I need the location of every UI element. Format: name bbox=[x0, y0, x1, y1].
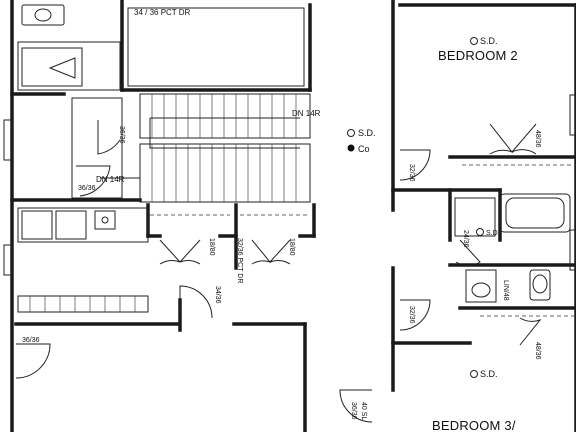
door-swing bbox=[519, 317, 542, 346]
sd-label-bath: S.D. bbox=[486, 230, 500, 237]
smoke-detector-icon bbox=[470, 37, 478, 45]
door-label-bottom-hall-b: 40 SL bbox=[360, 402, 367, 420]
door-swing bbox=[269, 239, 291, 265]
door-swing bbox=[399, 149, 431, 181]
door-label-top-pocket: 34 / 36 PCT DR bbox=[134, 8, 191, 17]
door-swing bbox=[489, 123, 514, 155]
room-label-bedroom2: BEDROOM 2 bbox=[438, 48, 518, 63]
sd-label-hall: S.D. bbox=[358, 128, 376, 138]
co-detector-icon bbox=[347, 144, 355, 152]
door-label-garage: 36/36 bbox=[22, 337, 40, 344]
door-label-stair: 36/36 bbox=[78, 185, 96, 192]
door-label-pocket: 32/36 PCT DR bbox=[236, 238, 243, 283]
window bbox=[3, 244, 13, 276]
counter bbox=[17, 207, 149, 243]
door-swing bbox=[15, 343, 51, 379]
toilet-fixture bbox=[529, 269, 551, 301]
door-swing bbox=[399, 299, 431, 331]
door-swing bbox=[511, 123, 537, 155]
stair-label-lower: DN 14R bbox=[96, 175, 125, 184]
room-label-bedroom3: BEDROOM 3/ bbox=[432, 418, 516, 432]
door-swing bbox=[97, 120, 121, 155]
stairs bbox=[100, 93, 311, 203]
door-label-bed3-left: 32/36 bbox=[408, 306, 415, 324]
smoke-detector-icon bbox=[347, 129, 355, 137]
walls bbox=[10, 0, 576, 432]
window bbox=[3, 119, 13, 161]
sd-label-bedroom3: S.D. bbox=[480, 369, 498, 379]
smoke-detector-icon bbox=[470, 370, 478, 378]
labels: BEDROOM 2 BEDROOM 3/ S.D. S.D. Co S.D. S… bbox=[22, 8, 541, 432]
doors bbox=[15, 120, 542, 423]
door-label-bed3-closet: 48/36 bbox=[534, 342, 541, 360]
door-label-hall-closet: 36/36 bbox=[118, 126, 125, 144]
door-swing bbox=[455, 239, 481, 266]
bathtub-fixture bbox=[499, 193, 571, 233]
window bbox=[569, 229, 576, 271]
door-label-linen2: 18/80 bbox=[288, 238, 295, 256]
door-label-bath-lin: LIN/48 bbox=[502, 280, 509, 301]
door-label-hall-door: 34/36 bbox=[214, 286, 221, 304]
door-label-bed2-closet: 48/36 bbox=[534, 130, 541, 148]
detector-symbols bbox=[347, 37, 484, 378]
door-label-bed2-left: 32/36 bbox=[408, 164, 415, 182]
vanity bbox=[465, 269, 497, 303]
stair-label-upper: DN 14R bbox=[292, 109, 321, 118]
door-label-bottom-hall: 36/36 bbox=[350, 402, 357, 420]
window bbox=[569, 94, 576, 136]
co-label-hall: Co bbox=[358, 144, 370, 154]
sd-label-bedroom2: S.D. bbox=[480, 36, 498, 46]
door-swing bbox=[251, 239, 272, 265]
sink bbox=[94, 210, 116, 230]
shelf bbox=[17, 295, 149, 313]
bathtub-fixture bbox=[17, 41, 121, 91]
door-label-linen1: 18/80 bbox=[208, 238, 215, 256]
door-swing bbox=[159, 239, 181, 265]
door-label-bath: 24/36 bbox=[462, 230, 469, 248]
door-swing bbox=[179, 285, 213, 319]
door-swing bbox=[339, 389, 373, 423]
fixtures bbox=[3, 4, 576, 317]
toilet-fixture bbox=[21, 4, 65, 26]
door-swing bbox=[179, 239, 201, 265]
door-swing bbox=[76, 165, 111, 197]
smoke-detector-icon bbox=[476, 228, 484, 236]
